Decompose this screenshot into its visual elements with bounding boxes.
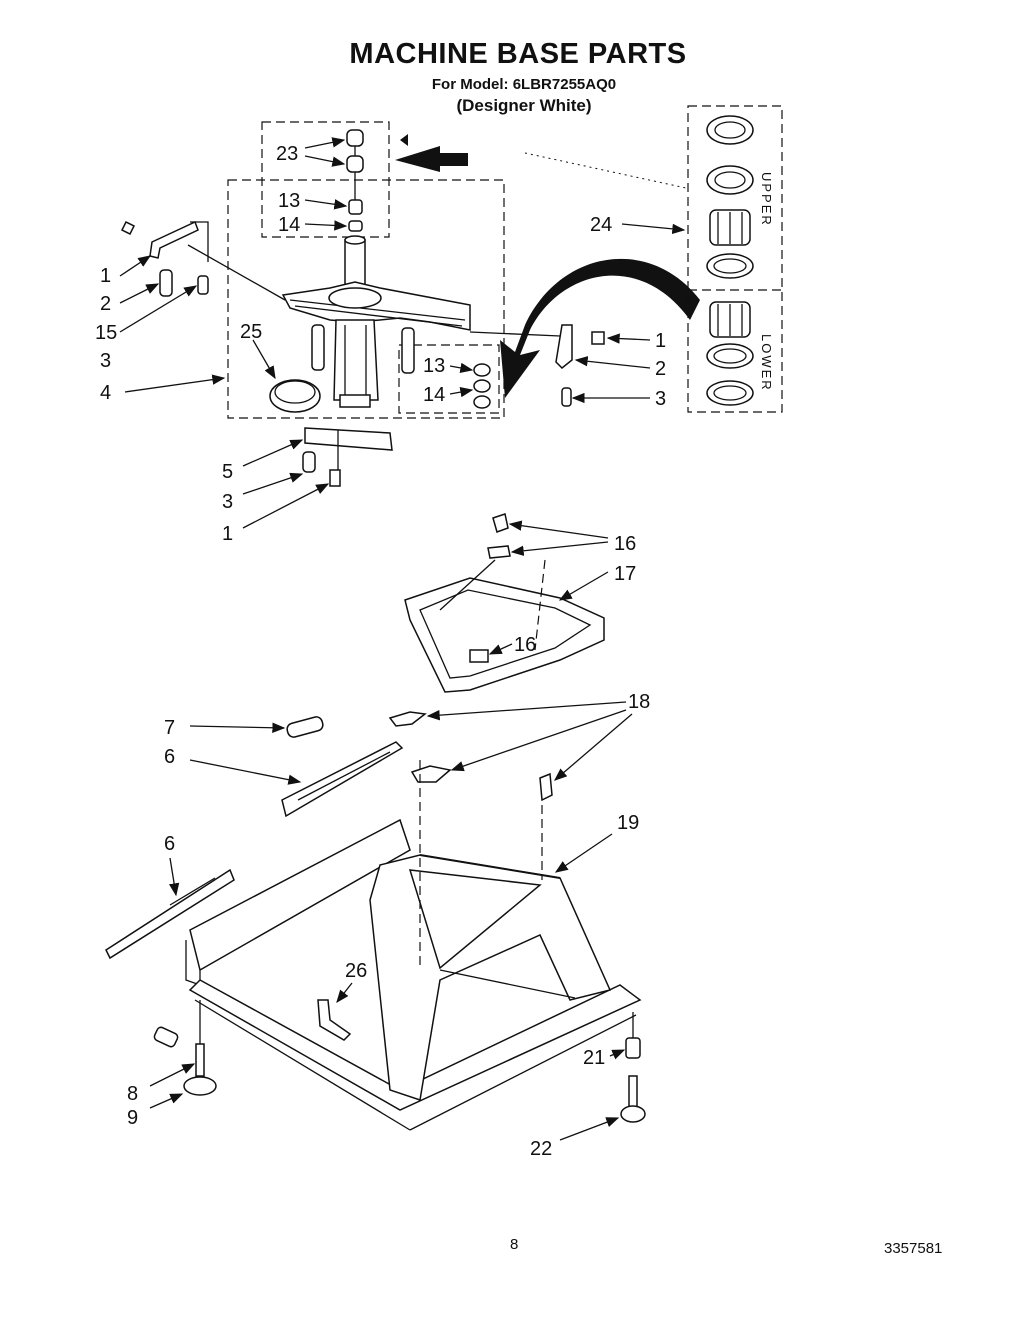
part-23-bushings bbox=[346, 129, 364, 173]
model-subtitle: For Model: 6LBR7255AQ0 bbox=[431, 76, 617, 93]
callout-7: 7 bbox=[164, 717, 175, 739]
callout-17: 17 bbox=[614, 563, 636, 585]
document-number: 3357581 bbox=[884, 1240, 943, 1257]
part-18-pad-top bbox=[388, 711, 427, 727]
callout-23: 23 bbox=[276, 143, 298, 165]
part-8-9-left-foot bbox=[153, 1000, 217, 1096]
callout-15: 15 bbox=[95, 322, 117, 344]
callout-1-bottom: 1 bbox=[222, 523, 233, 545]
left-bracket-assembly bbox=[120, 220, 286, 301]
callout-18: 18 bbox=[628, 691, 650, 713]
callout-5: 5 bbox=[222, 461, 233, 483]
part-18-pad-right bbox=[539, 772, 553, 802]
callout-22: 22 bbox=[530, 1138, 552, 1160]
callout-14-lower: 14 bbox=[423, 384, 445, 406]
part-6-rail-upper bbox=[281, 741, 404, 818]
part-14-washer bbox=[348, 220, 363, 232]
part-5-bar bbox=[304, 427, 393, 470]
dashed-box-transmission bbox=[227, 179, 505, 419]
callout-19: 19 bbox=[617, 812, 639, 834]
part-3-spring-lower bbox=[302, 451, 316, 473]
part-19-base-frame bbox=[185, 760, 642, 1131]
part-25-ring bbox=[269, 379, 321, 413]
finish-subtitle: (Designer White) bbox=[456, 96, 592, 115]
part-16-clip-top bbox=[492, 513, 509, 533]
callout-16-lower: 16 bbox=[514, 634, 536, 656]
page-title: MACHINE BASE PARTS bbox=[349, 38, 687, 70]
callout-13-lower: 13 bbox=[423, 355, 445, 377]
callout-2-left: 2 bbox=[100, 293, 111, 315]
part-26-clip bbox=[317, 999, 352, 1041]
part-21-22-right-foot bbox=[620, 1012, 646, 1123]
callout-2-right: 2 bbox=[655, 358, 666, 380]
leader-lines bbox=[119, 137, 686, 1141]
callout-6-lower: 6 bbox=[164, 833, 175, 855]
callout-labels: 23 13 14 24 1 2 15 3 4 25 13 14 1 2 3 5 … bbox=[95, 143, 666, 1160]
callout-3-bottom: 3 bbox=[222, 491, 233, 513]
part-18-pad-mid bbox=[410, 765, 452, 783]
callout-16-top: 16 bbox=[614, 533, 636, 555]
inset-label-upper: UPPER bbox=[759, 172, 774, 227]
transmission-assembly bbox=[281, 235, 471, 408]
curved-arrow-bushings bbox=[500, 258, 700, 398]
page-number: 8 bbox=[510, 1236, 519, 1253]
part-1-screw-lower bbox=[329, 469, 341, 487]
right-bracket-assembly bbox=[469, 324, 605, 407]
part-13-spacer bbox=[348, 199, 363, 215]
callout-13-upper: 13 bbox=[278, 190, 300, 212]
direction-arrow-left bbox=[395, 146, 468, 172]
part-16-clip-low bbox=[469, 649, 489, 663]
part-7-spring bbox=[286, 716, 324, 738]
callout-4: 4 bbox=[100, 382, 111, 404]
callout-6-upper: 6 bbox=[164, 746, 175, 768]
callout-1-left: 1 bbox=[100, 265, 111, 287]
callout-26: 26 bbox=[345, 960, 367, 982]
part-6-rail-lower bbox=[105, 868, 235, 960]
part-13-14-lower-bushings bbox=[473, 363, 491, 409]
callout-21: 21 bbox=[583, 1047, 605, 1069]
callout-3-left: 3 bbox=[100, 350, 111, 372]
inset-label-lower: LOWER bbox=[759, 334, 774, 392]
callout-14-upper: 14 bbox=[278, 214, 300, 236]
callout-3-right: 3 bbox=[655, 388, 666, 410]
callout-25: 25 bbox=[240, 321, 262, 343]
dashed-box-lower-bushings bbox=[398, 344, 500, 414]
callout-24: 24 bbox=[590, 214, 612, 236]
callout-9: 9 bbox=[127, 1107, 138, 1129]
part-17-frame bbox=[404, 559, 605, 693]
callout-8: 8 bbox=[127, 1083, 138, 1105]
callout-1-right: 1 bbox=[655, 330, 666, 352]
bearing-inset-24 bbox=[687, 105, 783, 413]
part-16-clip-mid bbox=[487, 545, 511, 559]
